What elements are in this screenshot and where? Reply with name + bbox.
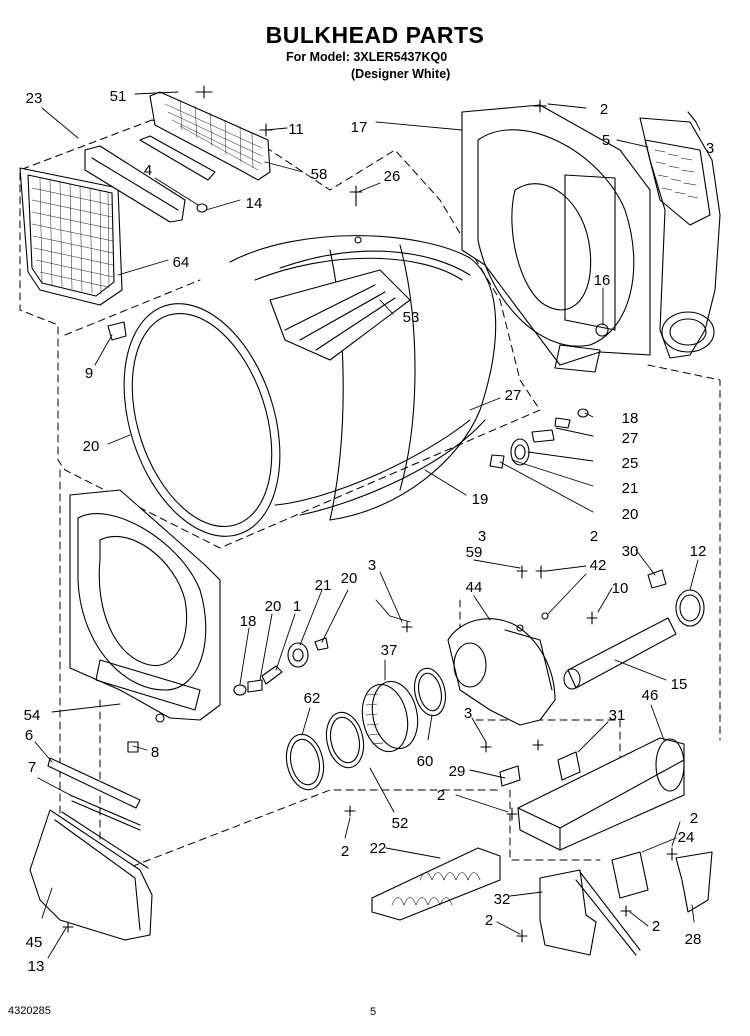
page-title: BULKHEAD PARTS	[265, 22, 485, 48]
lint-screen	[19, 167, 123, 306]
callout-label: 21	[315, 577, 332, 594]
callout-label: 3	[368, 557, 376, 574]
callout-label: 18	[622, 410, 639, 427]
callout-label: 5	[602, 132, 610, 149]
callout-label: 27	[622, 430, 639, 447]
callout-label: 12	[690, 543, 707, 560]
callout-label: 1	[293, 598, 301, 615]
callout-label: 58	[311, 166, 328, 183]
callout-label: 44	[466, 579, 483, 596]
callout-label: 46	[642, 687, 659, 704]
callout-label: 3	[478, 528, 486, 545]
callout-label: 10	[612, 580, 629, 597]
callout-label: 24	[678, 829, 695, 846]
callout-label: 2	[437, 787, 445, 804]
variant-label: (Designer White)	[351, 67, 451, 81]
callout-label: 30	[622, 543, 639, 560]
callout-label: 59	[466, 544, 483, 561]
lint-duct-pieces	[84, 135, 216, 341]
callout-label: 14	[246, 195, 263, 212]
rear-bearing-parts	[489, 408, 589, 469]
drum	[123, 235, 497, 537]
callout-label: 3	[464, 705, 472, 722]
callout-label: 2	[690, 810, 698, 827]
callout-label: 2	[652, 918, 660, 935]
callout-label: 13	[28, 958, 45, 975]
callout-labels: 51 2 23 11 17 5 3 4 58 26 14 64 16 53 9 …	[24, 88, 715, 975]
callout-label: 3	[706, 140, 714, 157]
callout-label: 20	[265, 598, 282, 615]
leader-lines	[34, 91, 701, 959]
callout-label: 52	[392, 815, 409, 832]
callout-label: 21	[622, 480, 639, 497]
callout-label: 54	[24, 707, 41, 724]
callout-label: 32	[494, 891, 511, 908]
callout-label: 25	[622, 455, 639, 472]
front-bearing-parts	[127, 637, 329, 753]
callout-label: 29	[449, 763, 466, 780]
callout-label: 60	[417, 753, 434, 770]
rear-heater-duct	[639, 117, 721, 359]
callout-label: 31	[609, 707, 626, 724]
callout-label: 23	[26, 90, 43, 107]
model-label: For Model: 3XLER5437KQ0	[286, 50, 448, 64]
callout-label: 19	[472, 491, 489, 508]
callout-label: 20	[341, 570, 358, 587]
page-number: 5	[370, 1006, 377, 1018]
document-number: 4320285	[8, 1005, 51, 1017]
toe-panel	[29, 757, 153, 941]
callout-label: 2	[600, 101, 608, 118]
callout-label: 22	[370, 840, 387, 857]
dashed-group-outlines	[19, 119, 721, 876]
heater-element	[371, 847, 501, 921]
callout-label: 4	[144, 162, 152, 179]
callout-label: 20	[622, 506, 639, 523]
screws	[62, 85, 697, 943]
callout-label: 7	[28, 759, 36, 776]
callout-label: 42	[590, 557, 607, 574]
heater-duct	[517, 737, 685, 851]
callout-label: 27	[505, 387, 522, 404]
callout-label: 2	[485, 912, 493, 929]
callout-label: 17	[351, 119, 368, 136]
callout-label: 16	[594, 272, 611, 289]
callout-label: 2	[341, 843, 349, 860]
exhaust-tube	[563, 569, 705, 690]
callout-label: 45	[26, 934, 43, 951]
blower-wheel-and-seals	[285, 667, 447, 791]
callout-label: 6	[25, 727, 33, 744]
callout-label: 9	[85, 365, 93, 382]
callout-label: 15	[671, 676, 688, 693]
rear-bulkhead	[461, 104, 651, 373]
callout-label: 37	[381, 642, 398, 659]
brackets	[499, 751, 713, 956]
callout-label: 2	[590, 528, 598, 545]
callout-label: 11	[288, 121, 304, 138]
callout-label: 26	[384, 168, 401, 185]
callout-label: 53	[403, 309, 420, 326]
callout-label: 28	[685, 931, 702, 948]
front-bulkhead	[69, 489, 221, 723]
callout-label: 51	[110, 88, 127, 105]
callout-label: 20	[83, 438, 100, 455]
blower-housing	[447, 612, 556, 726]
lint-housing	[149, 91, 271, 181]
callout-label: 62	[304, 690, 321, 707]
callout-label: 8	[151, 744, 159, 761]
callout-label: 64	[173, 254, 190, 271]
callout-label: 18	[240, 613, 257, 630]
